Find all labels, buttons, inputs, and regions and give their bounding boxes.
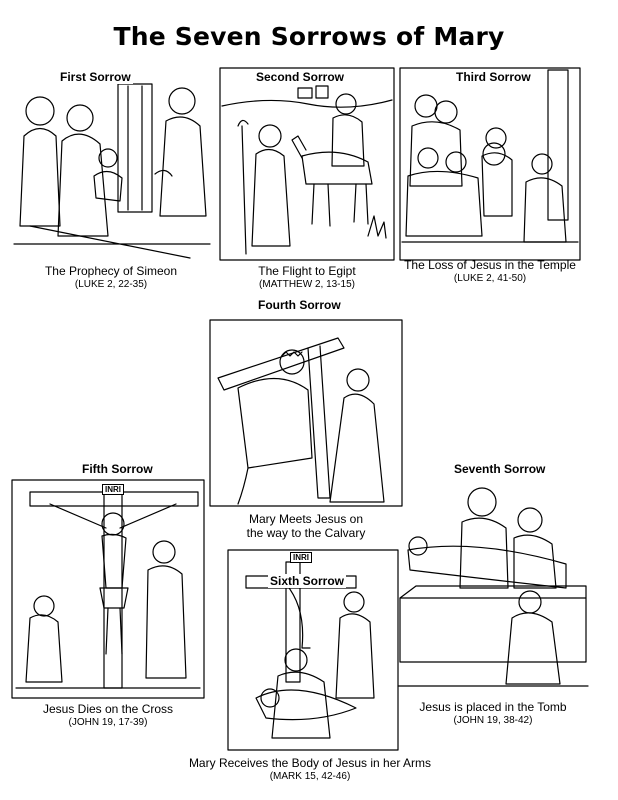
second-sorrow-panel: Second Sorrow	[218, 66, 396, 262]
third-sorrow-caption-block: The Loss of Jesus in the Temple (LUKE 2,…	[398, 258, 582, 286]
second-sorrow-caption-block: The Flight to Egipt (MATTHEW 2, 13-15)	[218, 264, 396, 292]
seventh-sorrow-caption: Jesus is placed in the Tomb	[419, 700, 567, 714]
seventh-sorrow-reference: (JOHN 19, 38-42)	[453, 715, 533, 726]
second-sorrow-caption: The Flight to Egipt	[258, 264, 356, 278]
fourth-sorrow-illustration	[209, 319, 403, 507]
seventh-sorrow-heading: Seventh Sorrow	[452, 462, 548, 476]
seventh-sorrow-illustration	[397, 487, 589, 687]
fourth-sorrow-heading: Fourth Sorrow	[256, 298, 343, 312]
first-sorrow-caption: The Prophecy of Simeon	[44, 264, 178, 278]
sixth-sorrow-caption: Mary Receives the Body of Jesus in her A…	[188, 756, 432, 770]
third-sorrow-heading: Third Sorrow	[454, 70, 533, 84]
third-sorrow-illustration	[399, 67, 581, 261]
seventh-sorrow-panel	[396, 478, 590, 694]
first-sorrow-reference: (LUKE 2, 22-35)	[74, 279, 148, 290]
sixth-sorrow-heading: Sixth Sorrow	[268, 574, 347, 588]
fifth-sorrow-caption-block: Jesus Dies on the Cross (JOHN 19, 17-39)	[10, 702, 206, 730]
fifth-sorrow-panel: INRI	[10, 478, 206, 700]
sixth-sorrow-sign: INRI	[290, 552, 312, 563]
sixth-sorrow-panel: INRI Sixth Sorrow	[226, 548, 400, 752]
third-sorrow-caption: The Loss of Jesus in the Temple	[404, 258, 576, 272]
fifth-sorrow-sign: INRI	[102, 484, 124, 495]
second-sorrow-reference: (MATTHEW 2, 13-15)	[259, 279, 355, 290]
sixth-sorrow-reference: (MARK 15, 42-46)	[269, 771, 351, 782]
fourth-sorrow-caption-block: Mary Meets Jesus on the way to the Calva…	[208, 512, 404, 540]
third-sorrow-reference: (LUKE 2, 41-50)	[453, 273, 527, 284]
fourth-sorrow-caption-line2: the way to the Calvary	[246, 526, 366, 540]
fifth-sorrow-heading: Fifth Sorrow	[80, 462, 155, 476]
second-sorrow-illustration	[219, 67, 395, 261]
sixth-sorrow-caption-block: Mary Receives the Body of Jesus in her A…	[160, 756, 460, 784]
fifth-sorrow-reference: (JOHN 19, 17-39)	[68, 717, 148, 728]
second-sorrow-heading: Second Sorrow	[254, 70, 347, 84]
first-sorrow-panel: First Sorrow	[10, 66, 212, 262]
first-sorrow-illustration	[13, 83, 211, 259]
fourth-sorrow-panel	[208, 318, 404, 508]
fourth-sorrow-caption-line1: Mary Meets Jesus on	[248, 512, 364, 526]
third-sorrow-panel: Third Sorrow	[398, 66, 582, 262]
seventh-sorrow-caption-block: Jesus is placed in the Tomb (JOHN 19, 38…	[396, 700, 590, 728]
first-sorrow-caption-block: The Prophecy of Simeon (LUKE 2, 22-35)	[10, 264, 212, 292]
fifth-sorrow-illustration	[11, 479, 205, 699]
page-title: The Seven Sorrows of Mary	[113, 22, 505, 51]
fifth-sorrow-caption: Jesus Dies on the Cross	[42, 702, 174, 716]
first-sorrow-heading: First Sorrow	[58, 70, 133, 84]
